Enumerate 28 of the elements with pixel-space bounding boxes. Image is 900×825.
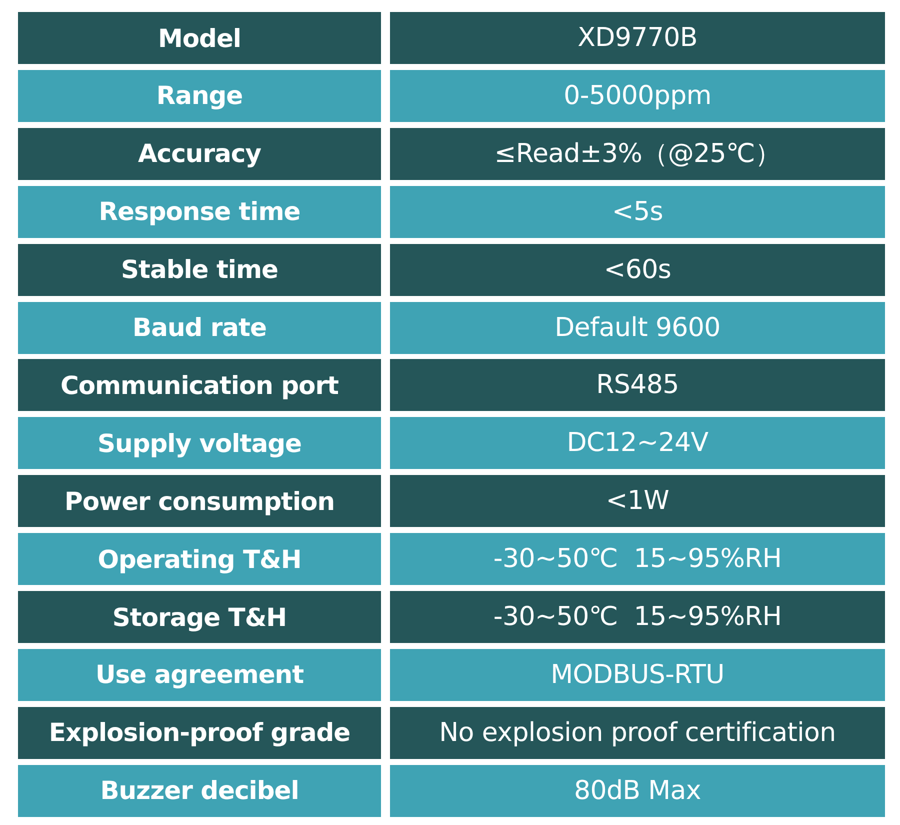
- value-cell: <60s: [390, 244, 885, 296]
- header-cell: Use agreement: [18, 648, 381, 701]
- value-cell: Default 9600: [390, 302, 885, 354]
- value-cell: 0-5000ppm: [390, 70, 885, 122]
- value-cell: DC12~24V: [390, 417, 885, 470]
- header-cell: Model: [18, 12, 381, 64]
- header-cell: Accuracy: [18, 128, 381, 180]
- value-cell: ≤Read±3%（@25℃）: [390, 128, 885, 180]
- value-cell: MODBUS-RTU: [390, 648, 885, 701]
- header-cell: Range: [18, 70, 381, 122]
- value-cell: <1W: [390, 475, 885, 528]
- value-cell: -30~50℃ 15~95%RH: [390, 533, 885, 586]
- value-cell: XD9770B: [390, 12, 885, 64]
- header-cell: Storage T&H: [18, 591, 381, 643]
- header-cell: Response time: [18, 186, 381, 238]
- header-cell: Operating T&H: [18, 533, 381, 586]
- header-cell: Explosion-proof grade: [18, 706, 381, 759]
- value-cell: -30~50℃ 15~95%RH: [390, 591, 885, 643]
- header-cell: Buzzer decibel: [18, 764, 381, 817]
- value-cell: <5s: [390, 186, 885, 238]
- header-cell: Baud rate: [18, 302, 381, 354]
- value-cell: 80dB Max: [390, 764, 885, 817]
- header-cell: Communication port: [18, 359, 381, 412]
- header-cell: Stable time: [18, 244, 381, 296]
- header-cell: Supply voltage: [18, 417, 381, 470]
- value-cell: RS485: [390, 359, 885, 412]
- header-cell: Power consumption: [18, 475, 381, 528]
- value-cell: No explosion proof certification: [390, 706, 885, 759]
